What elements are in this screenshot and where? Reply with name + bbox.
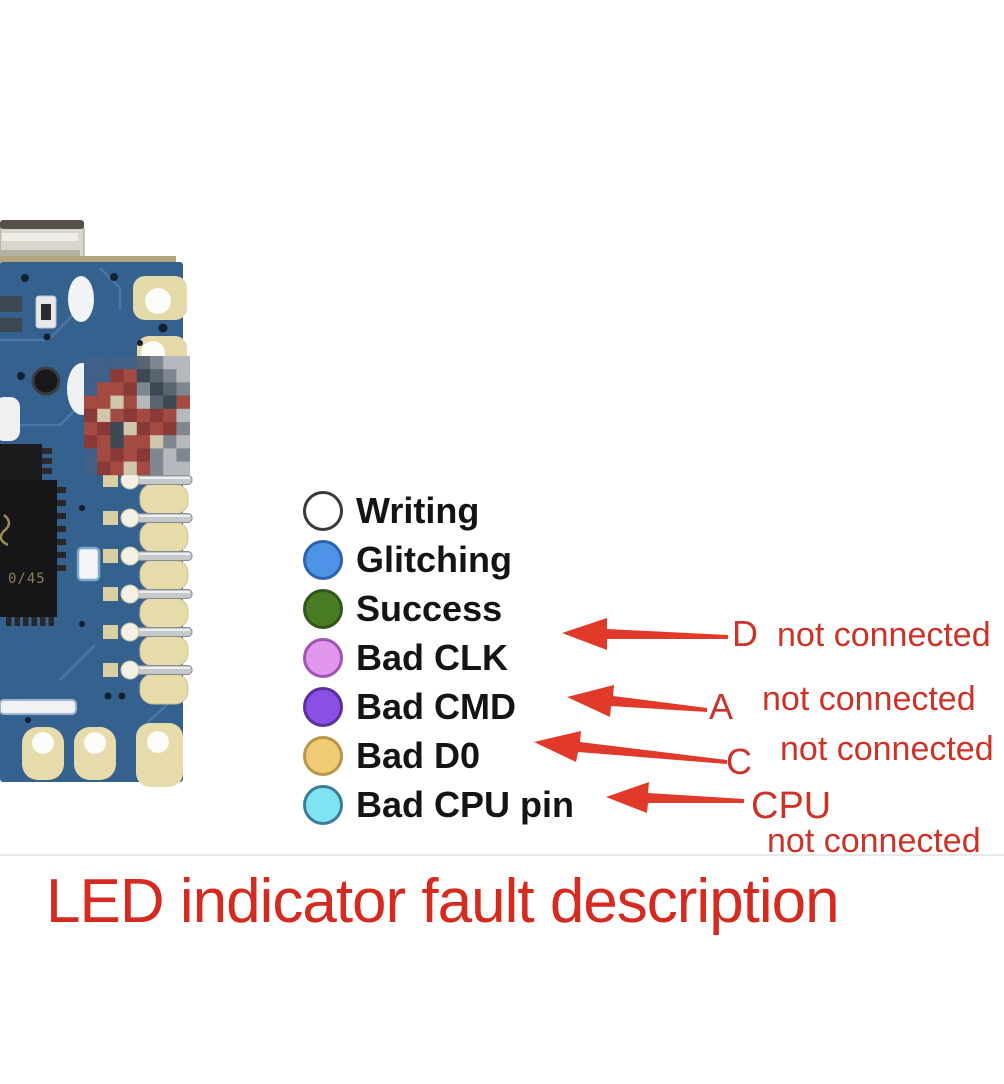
- led-swatch-bad-cmd: [303, 686, 343, 727]
- legend-row-bad-clk: Bad CLK: [303, 633, 574, 682]
- status-label-c: not connected: [780, 730, 994, 768]
- usb-connector: [0, 220, 85, 263]
- status-label-cpu: not connected: [767, 822, 981, 860]
- header-pin: [103, 584, 193, 604]
- mosaic-censored-area: [84, 356, 190, 476]
- header-pin: [103, 546, 193, 566]
- white-pad: [68, 276, 94, 322]
- legend-row-writing: Writing: [303, 486, 574, 535]
- led-swatch-bad-cpu-pin: [303, 784, 343, 825]
- led-legend: Writing Glitching Success Bad CLK Bad CM…: [303, 486, 574, 829]
- main-ic-chip: 0/45: [0, 480, 66, 626]
- pcb-product-photo: 0/45: [0, 220, 193, 787]
- pin-label-cpu: CPU: [751, 785, 832, 827]
- pin-label-d: D: [732, 613, 758, 654]
- page-title: LED indicator fault description: [46, 867, 840, 936]
- eeprom-chip: [0, 444, 52, 480]
- legend-label-bad-d0: Bad D0: [356, 734, 481, 776]
- led-swatch-writing: [303, 490, 343, 531]
- legend-label-bad-cmd: Bad CMD: [356, 685, 516, 727]
- chip-logo-mark: [0, 514, 11, 547]
- legend-row-bad-cpu-pin: Bad CPU pin: [303, 780, 574, 829]
- white-pad: [0, 397, 20, 441]
- arrow-d-to-bad-clk: [562, 618, 728, 650]
- legend-row-bad-cmd: Bad CMD: [303, 682, 574, 731]
- header-pin: [103, 622, 193, 642]
- header-pin: [103, 660, 193, 680]
- mounting-pads-bottom: [22, 723, 183, 787]
- arrow-a-to-bad-cmd: [567, 685, 707, 717]
- smd-components-left: [0, 296, 22, 332]
- led-swatch-glitching: [303, 539, 343, 580]
- legend-label-success: Success: [356, 587, 503, 629]
- photo-edge-line: [0, 854, 1004, 856]
- smd-component: [0, 699, 77, 715]
- legend-row-glitching: Glitching: [303, 535, 574, 584]
- header-pin: [103, 508, 193, 528]
- smd-component: [76, 546, 101, 582]
- led-swatch-bad-clk: [303, 637, 343, 678]
- via-holes: [17, 273, 168, 723]
- header-pins: [103, 470, 193, 680]
- led-swatch-success: [303, 588, 343, 629]
- legend-row-bad-d0: Bad D0: [303, 731, 574, 780]
- legend-row-success: Success: [303, 584, 574, 633]
- legend-label-writing: Writing: [356, 489, 480, 531]
- legend-label-glitching: Glitching: [356, 538, 512, 580]
- smd-component: [35, 295, 57, 329]
- chip-marking-text: 0/45: [8, 571, 46, 587]
- arrow-cpu-to-bad-cpu-pin: [606, 782, 744, 813]
- legend-label-bad-clk: Bad CLK: [356, 636, 508, 678]
- status-label-d: not connected: [777, 616, 991, 654]
- status-label-a: not connected: [762, 680, 976, 718]
- legend-label-bad-cpu-pin: Bad CPU pin: [356, 783, 575, 825]
- round-component: [31, 366, 61, 396]
- pin-label-a: A: [709, 686, 734, 727]
- pin-label-c: C: [726, 741, 752, 782]
- led-swatch-bad-d0: [303, 735, 343, 776]
- header-pin: [103, 470, 193, 490]
